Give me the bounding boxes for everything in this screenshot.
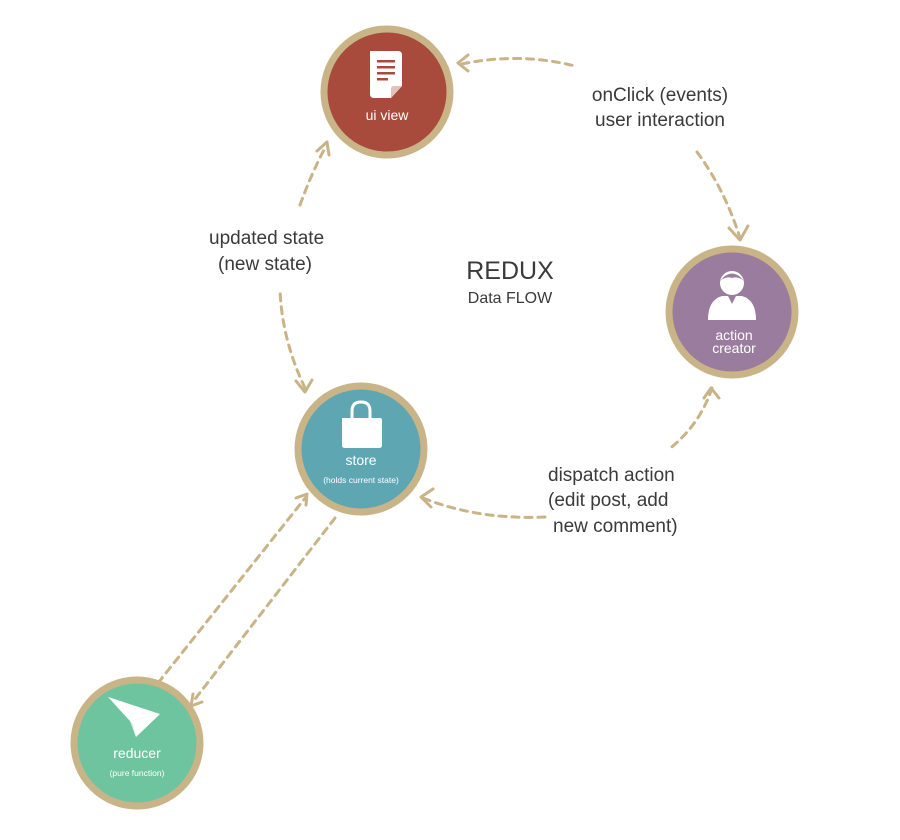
store-sublabel: (holds current state) — [323, 475, 399, 485]
flow-ui-to-onclick — [460, 56, 577, 68]
arrowhead-action-creator — [727, 224, 750, 242]
node-reducer: reducer (pure function) — [70, 676, 204, 810]
store-ring — [294, 382, 428, 516]
arrowhead-action-out — [702, 386, 721, 400]
updated-label-line2: (new state) — [218, 254, 312, 275]
reducer-ring — [70, 676, 204, 810]
node-ui-view: ui view — [320, 25, 454, 159]
store-label: store — [345, 452, 376, 468]
arrowhead-ui-view — [456, 53, 470, 73]
user-icon — [708, 271, 756, 320]
arrowhead-store-top — [294, 378, 314, 394]
node-store: store (holds current state) — [294, 382, 428, 516]
diagram-title: REDUX — [466, 257, 554, 285]
action-creator-label-line2: creator — [712, 340, 756, 356]
flow-reducer-to-store — [156, 495, 308, 685]
store-circle — [298, 386, 424, 512]
flow-updated-to-ui — [298, 144, 328, 207]
onclick-label-line2: user interaction — [595, 110, 725, 131]
action-creator-label-line1: action — [715, 327, 752, 343]
reducer-circle — [74, 680, 200, 806]
dispatch-label-line1: dispatch action — [548, 465, 675, 486]
ui-view-ring — [320, 25, 454, 159]
flow-onclick-to-action — [695, 150, 742, 240]
onclick-label-line1: onClick (events) — [592, 85, 728, 106]
arrowhead-ui-bottom — [315, 140, 331, 157]
flow-dispatch-to-store — [421, 496, 547, 519]
flow-store-to-reducer — [190, 516, 337, 705]
reducer-label: reducer — [113, 745, 161, 761]
updated-label-line1: updated state — [209, 228, 324, 249]
dispatch-label-line3: new comment) — [553, 516, 678, 537]
node-action-creator: action creator — [665, 245, 799, 379]
arrowhead-store-right — [419, 487, 435, 509]
paper-plane-icon — [108, 697, 160, 737]
dispatch-label-line2: (edit post, add — [548, 490, 668, 511]
action-creator-ring — [665, 245, 799, 379]
ui-view-label: ui view — [366, 107, 410, 123]
reducer-sublabel: (pure function) — [110, 768, 165, 778]
arrowhead-store-bottom — [294, 492, 309, 507]
shopping-bag-icon — [342, 400, 382, 448]
flow-store-to-updated — [278, 288, 307, 390]
diagram-subtitle: Data FLOW — [468, 290, 553, 307]
document-icon — [370, 51, 402, 98]
flow-action-to-dispatch — [666, 386, 714, 452]
